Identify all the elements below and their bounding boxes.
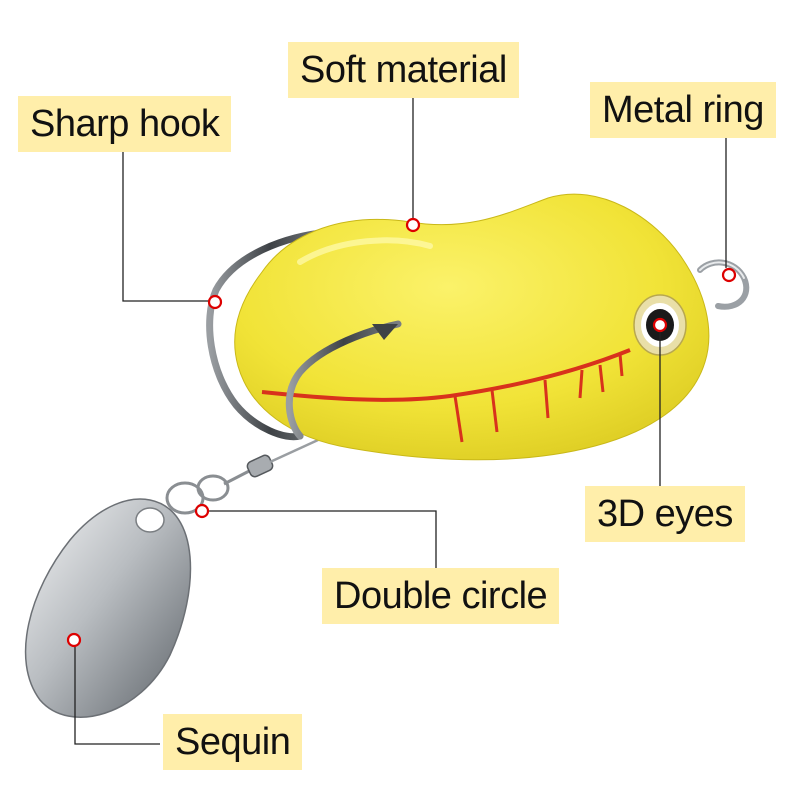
callout-eyes: 3D eyes [585,486,745,542]
leader-sequin [74,645,160,745]
double-circle-rings [165,474,230,515]
marker-sharp-hook [207,294,223,310]
markers [66,217,737,648]
callout-sharp-hook: Sharp hook [18,96,232,152]
marker-sequin [66,632,82,648]
swivel-wire [223,438,319,486]
callout-double-circle: Double circle [322,568,560,624]
marker-eyes [652,317,668,333]
leader-sharp-hook [122,152,211,302]
marker-double-circle [194,503,210,519]
leader-lines [74,93,727,745]
soft-body [234,193,710,461]
callout-sequin: Sequin [163,714,303,770]
leader-double-circle [207,510,437,570]
sequin-blade [24,498,192,718]
marker-soft-material [405,217,421,233]
marker-metal-ring [721,267,737,283]
callout-soft-material: Soft material [288,42,519,98]
sharp-hook-front [285,320,402,440]
callout-metal-ring: Metal ring [590,82,776,138]
metal-ring [697,259,750,310]
